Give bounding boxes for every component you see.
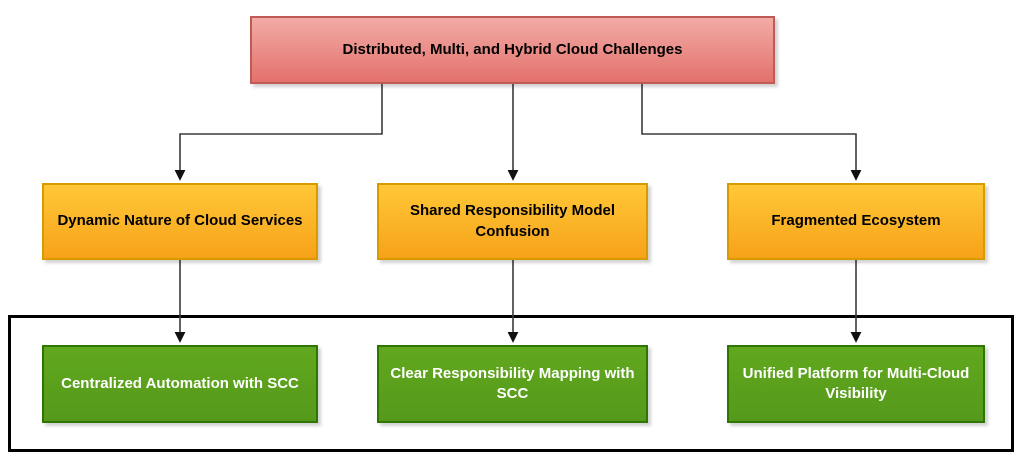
node-solution-responsibility-mapping: Clear Responsibility Mapping with SCC [377, 345, 648, 423]
node-challenge-label: Shared Responsibility Model Confusion [409, 202, 616, 240]
node-solution-label: Centralized Automation with SCC [61, 374, 299, 392]
node-root-label: Distributed, Multi, and Hybrid Cloud Cha… [342, 40, 683, 58]
node-challenge-shared-responsibility: Shared Responsibility Model Confusion [377, 183, 648, 260]
node-solution-label: Clear Responsibility Mapping with SCC [390, 364, 635, 402]
solutions-frame [8, 315, 1014, 452]
edge-root-to-challenge-3 [641, 84, 862, 181]
node-root-challenges: Distributed, Multi, and Hybrid Cloud Cha… [250, 16, 775, 84]
node-solution-label: Unified Platform for Multi-Cloud Visibil… [742, 364, 970, 402]
node-challenge-label: Fragmented Ecosystem [771, 212, 941, 230]
edge-root-to-challenge-1 [174, 84, 383, 181]
node-challenge-label: Dynamic Nature of Cloud Services [57, 212, 303, 230]
node-challenge-dynamic-nature: Dynamic Nature of Cloud Services [42, 183, 318, 260]
node-solution-centralized-automation: Centralized Automation with SCC [42, 345, 318, 423]
node-solution-unified-platform: Unified Platform for Multi-Cloud Visibil… [727, 345, 985, 423]
node-challenge-fragmented-ecosystem: Fragmented Ecosystem [727, 183, 985, 260]
